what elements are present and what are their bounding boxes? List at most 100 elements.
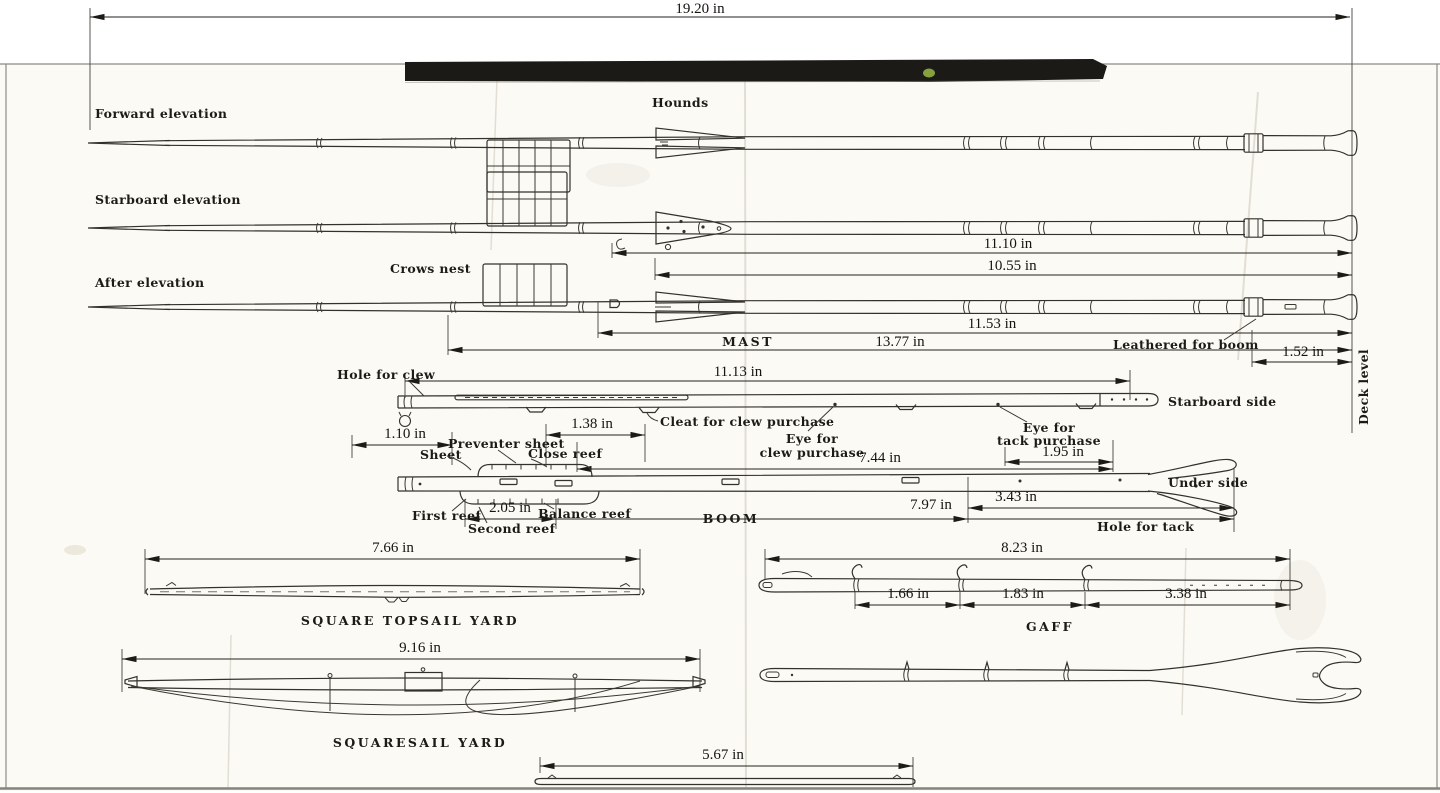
dim-mast-152: 1.52 in bbox=[1251, 330, 1352, 367]
label-eye-for-2: Eye for bbox=[1023, 420, 1075, 435]
mast-forward-elevation bbox=[87, 127, 1358, 193]
boom-starboard-view bbox=[397, 392, 1159, 428]
eye-tack-purchase-point bbox=[996, 402, 1000, 407]
dim-label-110: 1.10 in bbox=[384, 426, 426, 442]
crows-nest-after bbox=[482, 263, 568, 307]
dim-label-1153: 11.53 in bbox=[968, 316, 1017, 332]
label-tack-purchase: tack purchase bbox=[997, 433, 1101, 448]
gaff-top-view bbox=[758, 563, 1303, 593]
dim-label-338: 3.38 in bbox=[1165, 586, 1207, 602]
label-eye-for-1: Eye for bbox=[786, 431, 838, 446]
label-preventer-sheet: Preventer sheet bbox=[448, 436, 565, 451]
dim-gaff-823: 8.23 in bbox=[764, 540, 1291, 610]
label-balance-reef: Balance reef bbox=[538, 506, 632, 521]
label-boom: BOOM bbox=[703, 511, 759, 526]
dim-smallspar-567: 5.67 in bbox=[539, 747, 914, 787]
gaff-jaw bbox=[1149, 647, 1362, 704]
label-starboard-side: Starboard side bbox=[1168, 394, 1276, 409]
eye-for-tack-purchase-callout: Eye for tack purchase bbox=[997, 406, 1101, 448]
crows-nest-starboard bbox=[486, 171, 568, 227]
dim-squaresail-916: 9.16 in bbox=[121, 640, 701, 692]
small-spar bbox=[534, 774, 916, 786]
label-leathered-for-boom: Leathered for boom bbox=[1113, 337, 1259, 352]
crows-nest-forward bbox=[486, 139, 571, 193]
dim-topsail-766: 7.66 in bbox=[144, 540, 641, 594]
dim-boom-205: 2.05 in bbox=[464, 499, 557, 529]
dim-label-567: 5.67 in bbox=[702, 747, 744, 763]
label-hole-for-clew: Hole for clew bbox=[337, 367, 436, 382]
leathered-for-boom-callout: Leathered for boom bbox=[1113, 318, 1259, 352]
dim-mast-1055: 10.55 in bbox=[654, 258, 1352, 280]
dim-boom-744: 7.44 in bbox=[576, 440, 1114, 473]
label-hounds: Hounds bbox=[652, 95, 709, 110]
label-deck-level: Deck level bbox=[1356, 349, 1371, 425]
boom-jaw bbox=[1147, 458, 1238, 517]
dim-boom-797: 7.97 in BOOM bbox=[556, 477, 969, 526]
scanner-strip-artifact bbox=[404, 59, 1107, 83]
dim-label-183: 1.83 in bbox=[1002, 586, 1044, 602]
dim-mast-1110: 11.10 in bbox=[611, 236, 1352, 258]
dim-label-916: 9.16 in bbox=[399, 640, 441, 656]
squaresail-yard bbox=[124, 667, 706, 716]
dim-label-205: 2.05 in bbox=[489, 500, 531, 516]
dim-boom-1113: 11.13 in bbox=[404, 364, 1131, 400]
dim-boom-343: 3.43 in bbox=[968, 468, 1235, 532]
boom-reef-bands bbox=[459, 463, 600, 505]
hounds-forward bbox=[655, 127, 746, 159]
label-sheet: Sheet bbox=[420, 447, 462, 462]
dim-label-195: 1.95 in bbox=[1042, 444, 1084, 460]
label-after-elevation: After elevation bbox=[94, 275, 205, 290]
gaff-hooks bbox=[851, 563, 1093, 580]
label-starboard-elevation: Starboard elevation bbox=[95, 192, 241, 207]
hole-for-tack-point bbox=[1194, 484, 1198, 488]
square-topsail-yard bbox=[145, 581, 645, 603]
label-crows-nest: Crows nest bbox=[390, 261, 471, 276]
dim-mast-1153: 11.53 in bbox=[597, 302, 1352, 338]
dim-label-1055: 10.55 in bbox=[987, 258, 1037, 274]
label-hole-for-tack: Hole for tack bbox=[1097, 519, 1194, 534]
label-under-side: Under side bbox=[1168, 475, 1248, 490]
dim-mast-1377: MAST 13.77 in bbox=[447, 315, 1352, 355]
dim-boom-195: 1.95 in bbox=[1004, 444, 1113, 466]
eye-clew-purchase-point bbox=[833, 402, 837, 407]
label-first-reef: First reef bbox=[412, 508, 482, 523]
hounds-after bbox=[609, 291, 1297, 323]
eye-for-clew-purchase-callout: Eye for clew purchase bbox=[760, 406, 865, 460]
gaff-underside-view bbox=[759, 647, 1362, 704]
label-square-topsail-yard: SQUARE TOPSAIL YARD bbox=[301, 613, 519, 628]
label-close-reef: Close reef bbox=[528, 446, 603, 461]
hounds-starboard-plate bbox=[616, 211, 732, 251]
dim-label-166: 1.66 in bbox=[887, 586, 929, 602]
paper-sheet bbox=[0, 64, 1440, 791]
mast-starboard-elevation bbox=[87, 171, 1358, 251]
dim-boom-110: 1.10 in bbox=[351, 426, 453, 465]
label-clew-purchase: clew purchase bbox=[760, 445, 865, 460]
dim-label-152: 1.52 in bbox=[1282, 344, 1324, 360]
boom-jackstay bbox=[454, 394, 689, 401]
label-second-reef: Second reef bbox=[468, 521, 557, 536]
dim-label-797: 7.97 in bbox=[910, 497, 952, 513]
dim-label-138: 1.38 in bbox=[571, 416, 613, 432]
dim-label-343: 3.43 in bbox=[995, 489, 1037, 505]
boom-cleats bbox=[525, 403, 1097, 414]
label-squaresail-yard: SQUARESAIL YARD bbox=[333, 735, 507, 750]
hole-for-clew-callout: Hole for clew bbox=[337, 367, 436, 397]
label-gaff: GAFF bbox=[1026, 619, 1074, 634]
leaf-speck bbox=[923, 68, 935, 78]
dim-label-1110: 11.10 in bbox=[984, 236, 1033, 252]
label-forward-elevation: Forward elevation bbox=[95, 106, 227, 121]
boom-underside-callouts: Sheet Preventer sheet Close reef First r… bbox=[412, 436, 1194, 536]
mast-after-elevation bbox=[87, 263, 1358, 323]
boom-underside-view bbox=[397, 458, 1238, 517]
dim-label-744: 7.44 in bbox=[859, 450, 901, 466]
squaresail-yard-bridles bbox=[130, 679, 701, 716]
dim-label-1377: 13.77 in bbox=[875, 334, 925, 350]
cleat-for-clew-purchase-callout: Cleat for clew purchase bbox=[646, 412, 834, 429]
label-mast: MAST bbox=[722, 334, 774, 349]
dim-label-1113: 11.13 in bbox=[714, 364, 763, 380]
dim-label-766: 7.66 in bbox=[372, 540, 414, 556]
label-cleat-clew-purchase: Cleat for clew purchase bbox=[660, 414, 834, 429]
shackle-symbol bbox=[398, 414, 412, 428]
